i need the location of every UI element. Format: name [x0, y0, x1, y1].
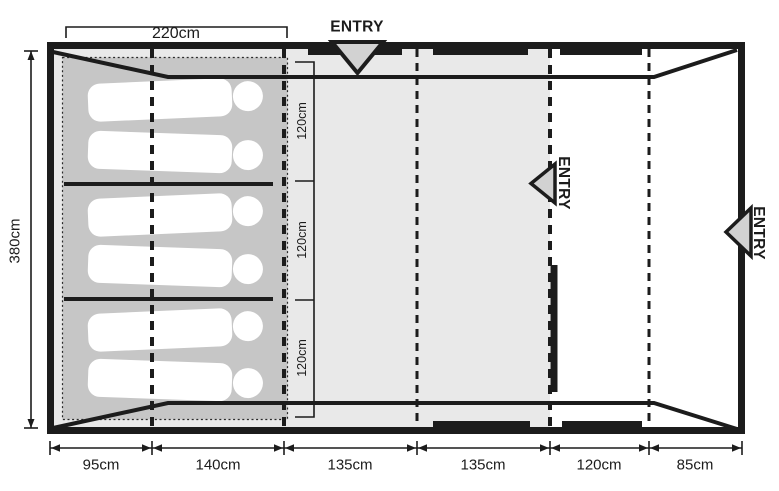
- door-bar-middle: [550, 265, 558, 392]
- groundsheet-outline-top: [52, 48, 738, 79]
- dim-label-bottom-1: 95cm: [82, 456, 120, 474]
- door-bar-bottom-1: [433, 421, 530, 428]
- dim-label-section-1: 120cm: [294, 102, 309, 140]
- door-bar-bottom-2: [562, 421, 642, 428]
- dim-arrows-bottom: [51, 444, 741, 452]
- dim-label-bottom-5: 120cm: [576, 456, 622, 474]
- person-silhouette-4: [87, 244, 263, 288]
- door-bar-top-2: [433, 48, 528, 55]
- entry-label-top: ENTRY: [330, 18, 384, 36]
- seam-lines: [150, 49, 651, 427]
- dim-label-bottom-2: 140cm: [195, 456, 241, 474]
- dim-label-section-2: 120cm: [294, 221, 309, 259]
- dim-line-bottom: [49, 441, 743, 455]
- person-silhouette-5: [87, 308, 263, 352]
- entry-label-right: ENTRY: [749, 206, 767, 260]
- dim-label-section-3: 120cm: [294, 339, 309, 377]
- entry-arrow-icon-top: [327, 40, 388, 77]
- dim-label-bottom-6: 85cm: [676, 456, 714, 474]
- dim-line-380: [24, 50, 38, 429]
- dim-label-bottom-3: 135cm: [327, 456, 373, 474]
- dim-label-220: 220cm: [151, 25, 201, 42]
- entry-arrow-icon-middle: [528, 160, 557, 207]
- dim-arrow-380-bottom: [27, 419, 35, 428]
- occupants-group: [87, 78, 263, 402]
- person-silhouette-3: [87, 193, 263, 237]
- entry-arrow-icon-right: [723, 203, 753, 261]
- person-silhouette-6: [87, 358, 263, 402]
- person-silhouette-2: [87, 130, 263, 174]
- entry-label-middle: ENTRY: [554, 156, 572, 210]
- groundsheet-outline-bottom: [52, 401, 738, 431]
- dim-arrow-380-top: [27, 51, 35, 60]
- dim-bracket-220: [65, 26, 288, 38]
- door-bar-top-3: [560, 48, 642, 55]
- porch-area: [550, 49, 738, 427]
- dim-bracket-120: [295, 61, 315, 418]
- person-silhouette-1: [87, 78, 263, 122]
- dim-label-380: 380cm: [6, 218, 24, 264]
- dim-label-bottom-4: 135cm: [460, 456, 506, 474]
